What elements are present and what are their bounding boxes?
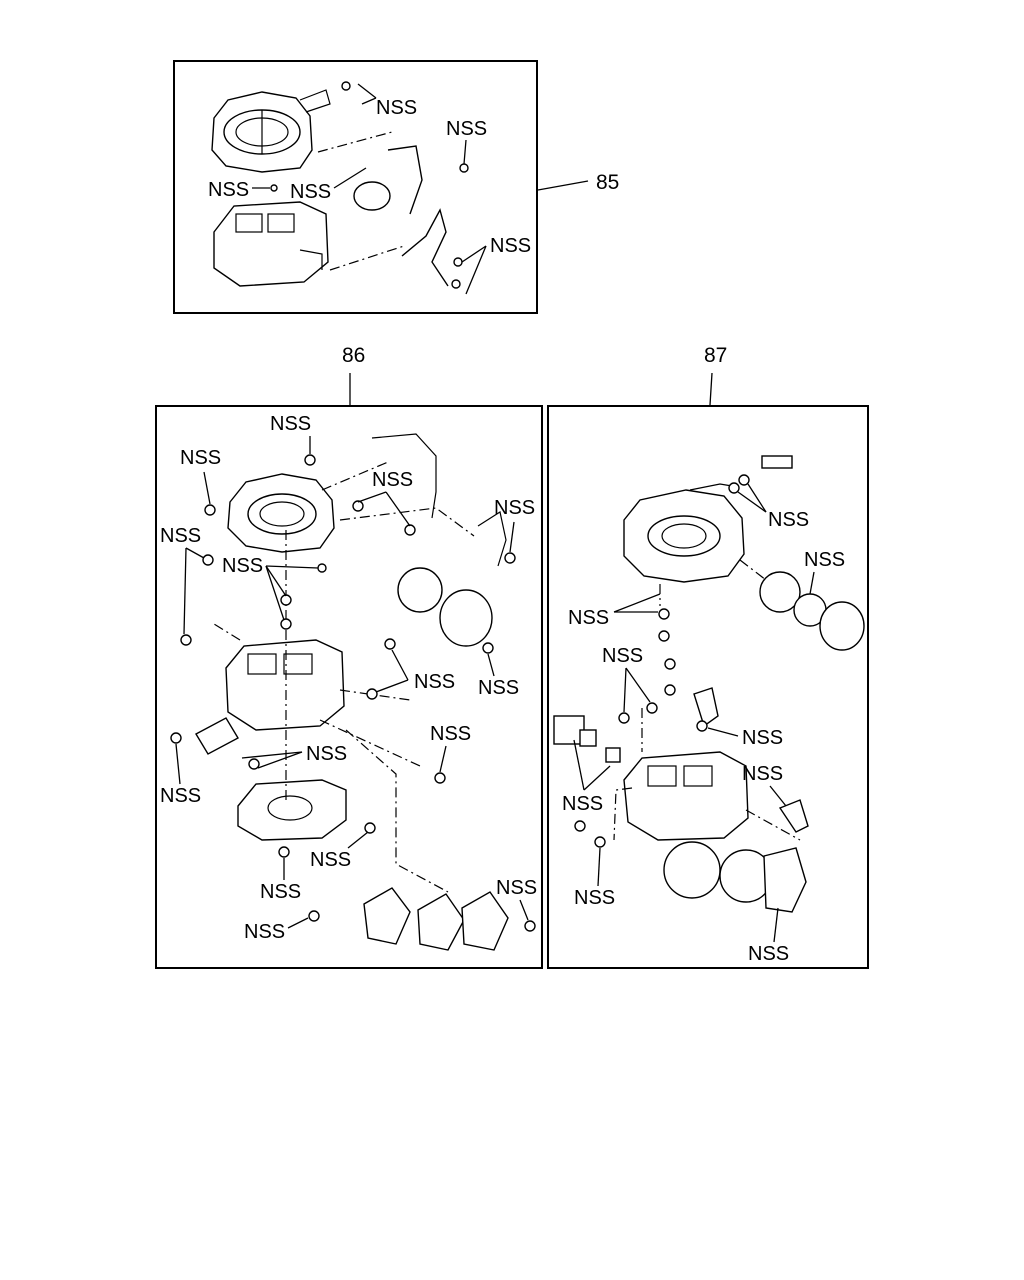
nss-leader: [265, 565, 319, 569]
nss-leader: [439, 745, 447, 773]
nss-label: NSS: [376, 97, 417, 119]
nss-leader: [583, 765, 611, 791]
panel-87: 87: [547, 344, 869, 969]
callout-87-leader: [709, 372, 713, 406]
pump-cover-drawing: [363, 887, 411, 945]
nss-label: NSS: [270, 413, 311, 435]
air-horn-drawing: [623, 489, 745, 583]
pump-housing-drawing: [461, 891, 509, 951]
nss-leader: [265, 565, 287, 597]
nss-leader: [737, 491, 767, 513]
nss-label: NSS: [306, 743, 347, 765]
nss-label: NSS: [602, 645, 643, 667]
nss-leader: [257, 751, 303, 769]
nss-leader: [773, 907, 779, 943]
nss-leader: [357, 83, 377, 99]
nss-leader: [463, 139, 467, 165]
nss-label: NSS: [160, 525, 201, 547]
nss-label: NSS: [742, 727, 783, 749]
nss-leader: [357, 491, 387, 503]
nss-label: NSS: [446, 118, 487, 140]
nss-label: NSS: [496, 877, 537, 899]
throttle-body-drawing: [225, 639, 345, 731]
callout-86: 86: [342, 344, 365, 367]
nss-leader: [707, 727, 739, 737]
pump-diaphragm-drawing: [417, 893, 465, 951]
callout-87: 87: [704, 344, 727, 367]
nss-leader: [573, 739, 585, 791]
nss-leader: [613, 593, 661, 613]
gasket-drawing: [439, 589, 493, 647]
nss-leader: [809, 571, 815, 595]
air-horn-assembly-drawing: [211, 89, 331, 173]
nss-leader: [375, 679, 409, 693]
nss-label: NSS: [804, 549, 845, 571]
choke-unit-drawing: [195, 717, 239, 755]
nss-label: NSS: [494, 497, 535, 519]
panel-87-frame: [547, 405, 869, 969]
nss-leader: [361, 97, 377, 105]
nss-label: NSS: [574, 887, 615, 909]
nss-label: NSS: [742, 763, 783, 785]
panel-86: 86: [155, 344, 543, 969]
nss-label: NSS: [562, 793, 603, 815]
nss-label: NSS: [310, 849, 351, 871]
callout-85-leader: [537, 180, 589, 191]
nss-label: NSS: [478, 677, 519, 699]
nss-leader: [241, 751, 303, 759]
throttle-body-drawing: [623, 751, 749, 841]
nss-label: NSS: [430, 723, 471, 745]
pump-cover-drawing: [663, 841, 721, 899]
nss-label: NSS: [372, 469, 413, 491]
nss-leader: [287, 917, 309, 929]
nss-leader: [175, 743, 181, 785]
nss-label: NSS: [260, 881, 301, 903]
float-bowl-assembly-drawing: [213, 201, 329, 287]
panel-85-frame: [173, 60, 538, 314]
nss-label: NSS: [748, 943, 789, 965]
nss-leader: [769, 785, 787, 807]
nss-leader: [461, 245, 487, 263]
callout-85: 85: [596, 171, 619, 194]
nss-leader: [465, 245, 487, 295]
nss-leader: [509, 521, 515, 553]
nss-leader: [391, 649, 409, 681]
nss-leader: [597, 847, 601, 887]
nss-label: NSS: [160, 785, 201, 807]
nss-label: NSS: [414, 671, 455, 693]
nss-leader: [747, 483, 767, 513]
nss-label: NSS: [244, 921, 285, 943]
nss-leader: [625, 667, 651, 703]
vacuum-unit-drawing: [819, 601, 865, 651]
nss-label: NSS: [208, 179, 249, 201]
base-plate-drawing: [237, 779, 347, 841]
nss-label: NSS: [568, 607, 609, 629]
diaphragm-drawing: [759, 571, 801, 613]
nss-label: NSS: [768, 509, 809, 531]
nss-leader: [333, 167, 367, 189]
nss-leader: [385, 491, 411, 527]
panel-86-frame: [155, 405, 543, 969]
nss-leader: [487, 653, 495, 677]
panel-85: 85 NSS: [173, 60, 619, 314]
diaphragm-drawing: [397, 567, 443, 613]
nss-leader: [185, 547, 205, 559]
nss-label: NSS: [222, 555, 263, 577]
nss-label: NSS: [490, 235, 531, 257]
nss-leader: [519, 899, 529, 921]
pump-housing-drawing: [763, 847, 807, 913]
nss-leader: [183, 547, 187, 635]
nss-label: NSS: [290, 181, 331, 203]
nss-leader: [623, 667, 627, 713]
nss-leader: [265, 565, 285, 621]
air-horn-drawing: [227, 473, 335, 553]
nss-leader: [347, 831, 369, 849]
nss-label: NSS: [180, 447, 221, 469]
nss-leader: [203, 471, 211, 505]
vacuum-diaphragm-drawing: [353, 145, 423, 215]
